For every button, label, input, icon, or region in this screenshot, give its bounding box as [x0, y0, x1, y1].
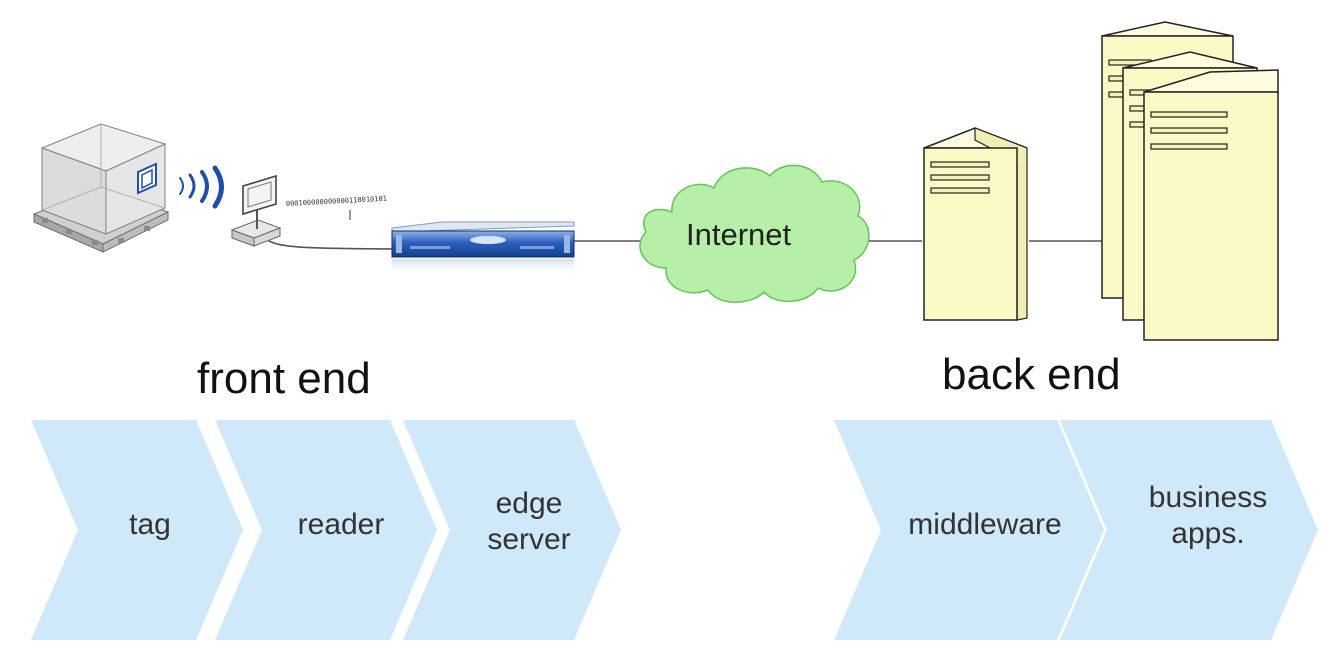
rfid-signal-icon [179, 165, 224, 209]
rfid-tag-icon [137, 162, 157, 195]
chevron-middleware [834, 420, 1104, 640]
server-group-icon [1101, 21, 1279, 341]
signal-bits: 000100000000000110010101 [286, 195, 387, 208]
internet-cloud-icon: Internet [639, 164, 870, 303]
stage-label-edge-server: edge server [487, 487, 571, 556]
back-end-label: back end [942, 350, 1121, 399]
reader-to-server-line [261, 233, 393, 250]
stage-label-business-apps: business apps. [1148, 481, 1268, 550]
cloud-label: Internet [686, 217, 792, 252]
stage-label-tag: tag [129, 508, 171, 541]
chevron-edge-server [403, 420, 621, 640]
stage-label-reader: reader [297, 508, 385, 541]
tower-server-icon [923, 127, 1028, 321]
front-end-label: front end [197, 354, 371, 403]
process-chevrons [31, 420, 1318, 640]
chevron-tag [31, 420, 243, 640]
rack-server-icon [391, 221, 575, 275]
chevron-reader [215, 420, 437, 640]
pallet-box-icon [32, 123, 170, 253]
stage-label-middleware: middleware [908, 508, 1062, 541]
chevron-business-apps [1060, 420, 1318, 640]
tower-server-front [1143, 69, 1279, 341]
rfid-reader-icon [230, 174, 282, 247]
